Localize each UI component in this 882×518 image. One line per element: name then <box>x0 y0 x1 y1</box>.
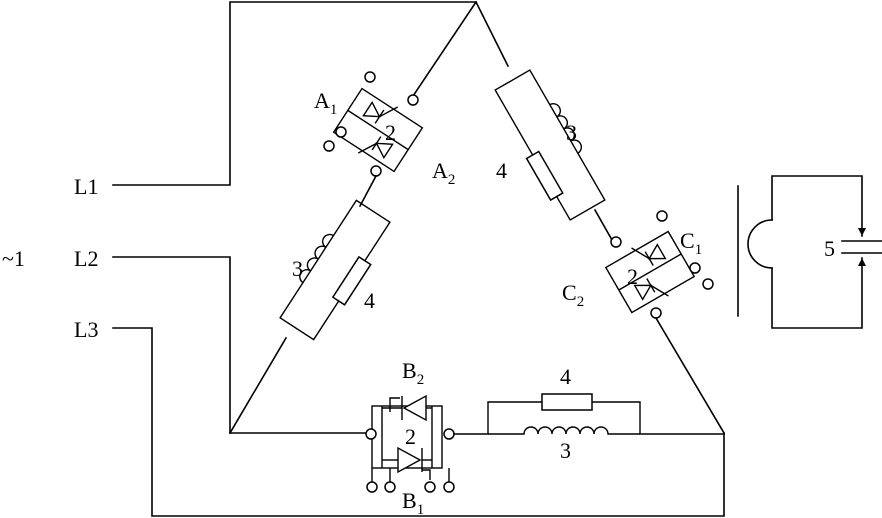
thyristor-module-c <box>604 230 696 314</box>
thyristor-a2-label: A2 <box>432 158 455 188</box>
terminal <box>365 428 377 440</box>
terminal <box>364 71 376 83</box>
supply-wiring <box>112 1 725 517</box>
supply-labels: ~1 L1 L2 L3 <box>2 174 98 342</box>
module-rail <box>347 109 409 151</box>
terminal <box>656 210 668 222</box>
thyristor-b2-icon <box>402 394 427 422</box>
terminal <box>366 481 378 493</box>
thyristor-bar <box>644 251 654 266</box>
terminal <box>370 165 382 177</box>
gate-lead <box>631 247 650 260</box>
output-load: 5 <box>737 175 882 329</box>
terminal <box>650 307 662 319</box>
terminal <box>384 481 396 493</box>
supply-symbol: ~1 <box>2 246 25 271</box>
terminal <box>323 140 335 152</box>
wire <box>593 208 614 242</box>
rl-pair-left <box>279 199 391 341</box>
wire <box>654 316 726 435</box>
thyristor-c1-label: C1 <box>680 228 702 258</box>
resistor-4-icon <box>525 150 564 202</box>
terminal <box>407 94 419 106</box>
module-c-number: 2 <box>627 264 638 289</box>
inductor-right-label: 3 <box>566 120 577 145</box>
thyristor-bar <box>374 109 385 124</box>
capacitor-label: 5 <box>824 236 835 261</box>
resistor-4-icon <box>331 255 372 306</box>
thyristor-b2-label: B2 <box>402 358 424 388</box>
wire <box>411 0 478 98</box>
resistor-left-label: 4 <box>364 288 375 313</box>
inductor-bottom-label: 3 <box>560 438 571 463</box>
inductor-3-icon <box>488 426 640 435</box>
gate-lead <box>650 284 669 297</box>
load-loop <box>771 257 863 329</box>
resistor-right-label: 4 <box>496 158 507 183</box>
thyristor-b1-label: B1 <box>402 488 424 518</box>
arrow-icon <box>858 228 866 236</box>
terminal <box>610 236 622 248</box>
line-l3-label: L3 <box>74 317 98 342</box>
inductor-3-icon <box>299 233 334 284</box>
branch-c: 3 4 C1 C2 2 <box>474 0 726 435</box>
arrow-icon <box>858 258 866 266</box>
inductor-left-label: 3 <box>292 256 303 281</box>
thyristor-bar <box>646 278 656 293</box>
line-l2-wire <box>112 256 231 434</box>
line-l3-wire <box>112 327 725 517</box>
gate-lead <box>389 397 400 412</box>
wire <box>228 336 288 435</box>
terminal <box>443 481 455 493</box>
terminal <box>424 481 436 493</box>
rl-pair-right <box>494 69 606 221</box>
wire <box>474 0 510 68</box>
thyristor-a1-label: A1 <box>314 88 337 118</box>
load-loop <box>771 175 863 237</box>
terminal <box>443 428 455 440</box>
line-l1-wire <box>112 1 477 186</box>
resistor-4-icon <box>541 393 593 411</box>
gate-lead <box>357 142 377 154</box>
thyristor-c2-icon <box>633 284 653 301</box>
thyristor-a1-icon <box>362 100 381 118</box>
coupling-coil <box>747 219 773 269</box>
thyristor-c2-label: C2 <box>562 280 584 310</box>
thyristor-a2-icon <box>375 142 394 160</box>
resistor-bottom-label: 4 <box>560 364 571 389</box>
branch-b: B2 B1 2 4 3 <box>229 358 725 518</box>
terminal <box>702 278 714 290</box>
branch-a: A1 A2 2 3 4 <box>228 0 478 435</box>
line-l2-label: L2 <box>74 246 98 271</box>
module-frame <box>604 230 696 314</box>
terminal <box>335 126 347 138</box>
gate-lead <box>422 469 431 480</box>
module-b-number: 2 <box>405 424 416 449</box>
terminal <box>689 262 701 274</box>
module-a-number: 2 <box>385 120 396 145</box>
wire <box>358 174 378 208</box>
thyristor-module-a <box>332 87 424 173</box>
gate-lead <box>379 106 399 118</box>
thyristor-bar <box>371 136 382 151</box>
module-rail <box>618 253 682 291</box>
line-l1-label: L1 <box>74 174 98 199</box>
thyristor-c1-icon <box>647 243 667 260</box>
